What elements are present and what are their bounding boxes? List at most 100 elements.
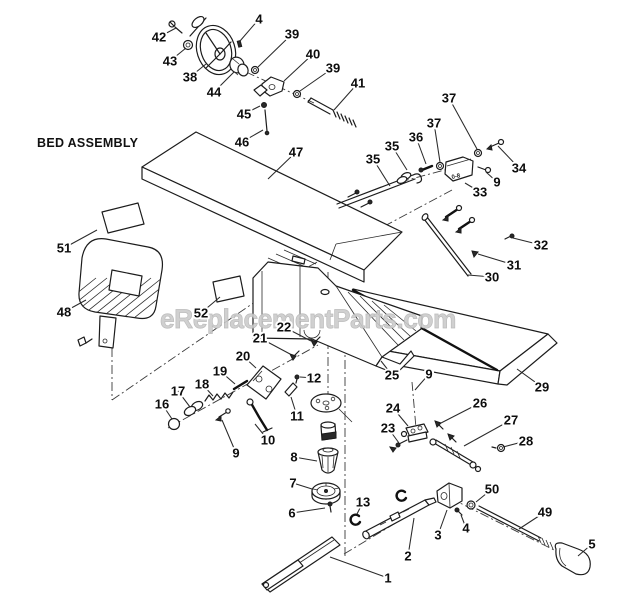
- leader-line-46: [241, 129, 264, 143]
- callout-4: 4: [255, 12, 263, 27]
- callout-12: 12: [307, 371, 321, 386]
- callout-19: 19: [213, 364, 227, 379]
- leader-line-6: [291, 507, 326, 514]
- leader-line-33: [464, 182, 481, 193]
- leader-line-4: [239, 18, 260, 42]
- leader-line-21: [259, 337, 291, 355]
- part-shaft-2: [362, 497, 437, 540]
- part-nut-37b: [435, 161, 445, 171]
- leader-line-36: [415, 136, 427, 165]
- part-cone-bushing-8: [317, 447, 339, 474]
- part-pin-46: [264, 109, 270, 136]
- callout-52: 52: [194, 306, 208, 321]
- leader-line-12: [299, 376, 315, 379]
- callout-37: 37: [427, 116, 441, 131]
- part-setscrew-4: [236, 39, 243, 48]
- part-spring-18: [204, 391, 234, 402]
- leader-line-26: [440, 402, 481, 424]
- callout-41: 41: [351, 76, 365, 91]
- part-spring-rod-27: [429, 438, 482, 473]
- part-pins-26: [434, 420, 457, 443]
- callout-9: 9: [232, 446, 239, 461]
- part-gib-block-24: [400, 423, 429, 443]
- part-knurled-collar: [320, 421, 337, 441]
- part-screw-6: [327, 501, 333, 513]
- part-sticker-51: [101, 202, 145, 234]
- callout-47: 47: [289, 145, 303, 160]
- leader-line-35: [372, 158, 391, 187]
- callout-16: 16: [155, 397, 169, 412]
- leader-line-37: [448, 97, 478, 150]
- callout-33: 33: [473, 185, 487, 200]
- callout-13: 13: [356, 495, 370, 510]
- scale-text: 0-8: [451, 173, 461, 181]
- leader-line-34: [497, 145, 520, 169]
- leader-line-25: [380, 360, 393, 376]
- leader-line-51: [63, 229, 98, 249]
- part-dial-7: [311, 482, 341, 505]
- part-scale-plate-33: 0-8: [444, 156, 474, 182]
- leader-line-49: [518, 511, 546, 530]
- callout-25: 25: [385, 368, 399, 383]
- leader-line-50: [475, 488, 493, 503]
- part-nut-39b: [292, 89, 302, 99]
- callout-labels: 4243384443940394145463737363535473493332…: [55, 10, 598, 588]
- leader-line-9: [485, 171, 498, 183]
- part-rod-30: [421, 213, 472, 277]
- callout-39: 39: [285, 27, 299, 42]
- leader-line-37: [433, 122, 441, 163]
- part-screw-45: [261, 102, 267, 108]
- leader-line-27: [463, 419, 512, 447]
- callout-45: 45: [237, 107, 251, 122]
- leader-line-19: [219, 370, 236, 385]
- callout-37: 37: [442, 91, 456, 106]
- callout-6: 6: [288, 506, 295, 521]
- leader-line-1: [329, 556, 389, 579]
- leader-line-17: [177, 390, 191, 408]
- part-screws-31-32: [441, 204, 515, 259]
- leader-line-39: [299, 67, 334, 92]
- part-rod-49: [476, 505, 554, 550]
- leader-line-35: [391, 145, 408, 171]
- part-screw-9a: [477, 166, 492, 174]
- leader-line-32: [512, 237, 542, 246]
- callout-39: 39: [326, 61, 340, 76]
- callout-1: 1: [384, 571, 391, 586]
- callout-36: 36: [409, 130, 423, 145]
- callout-10: 10: [261, 433, 275, 448]
- part-pulley-disc: [310, 393, 353, 423]
- leader-line-2: [407, 517, 415, 557]
- part-roll-pin-11: [284, 382, 298, 397]
- leader-line-22: [283, 326, 312, 342]
- callout-30: 30: [485, 270, 499, 285]
- part-lever-10: [246, 398, 273, 433]
- leader-line-9: [221, 419, 237, 454]
- part-nut-37a: [473, 148, 483, 158]
- leader-line-39: [257, 33, 293, 68]
- part-collar-17: [183, 400, 204, 417]
- callout-8: 8: [290, 450, 297, 465]
- part-screw-4b: [454, 507, 463, 516]
- leader-line-52: [200, 296, 221, 314]
- callout-21: 21: [253, 331, 267, 346]
- callout-35: 35: [385, 139, 399, 154]
- callout-11: 11: [290, 409, 304, 424]
- callout-2: 2: [404, 549, 411, 564]
- leader-line-18: [201, 383, 214, 397]
- callout-35: 35: [366, 152, 380, 167]
- part-screw-34: [485, 138, 505, 151]
- callout-29: 29: [535, 380, 549, 395]
- leader-line-48: [63, 299, 87, 313]
- part-block-3: [436, 482, 463, 509]
- leader-line-8: [293, 456, 318, 462]
- leader-line-28: [502, 440, 527, 448]
- leader-line-29: [516, 368, 543, 388]
- leader-line-13: [356, 501, 364, 515]
- callout-24: 24: [386, 401, 401, 416]
- part-base-casting: [252, 261, 423, 375]
- part-blade-1: [261, 536, 341, 593]
- callout-3: 3: [434, 528, 441, 543]
- part-washer-43: [182, 39, 194, 51]
- callout-38: 38: [183, 70, 197, 85]
- watermark: eReplacementParts.com: [160, 304, 456, 334]
